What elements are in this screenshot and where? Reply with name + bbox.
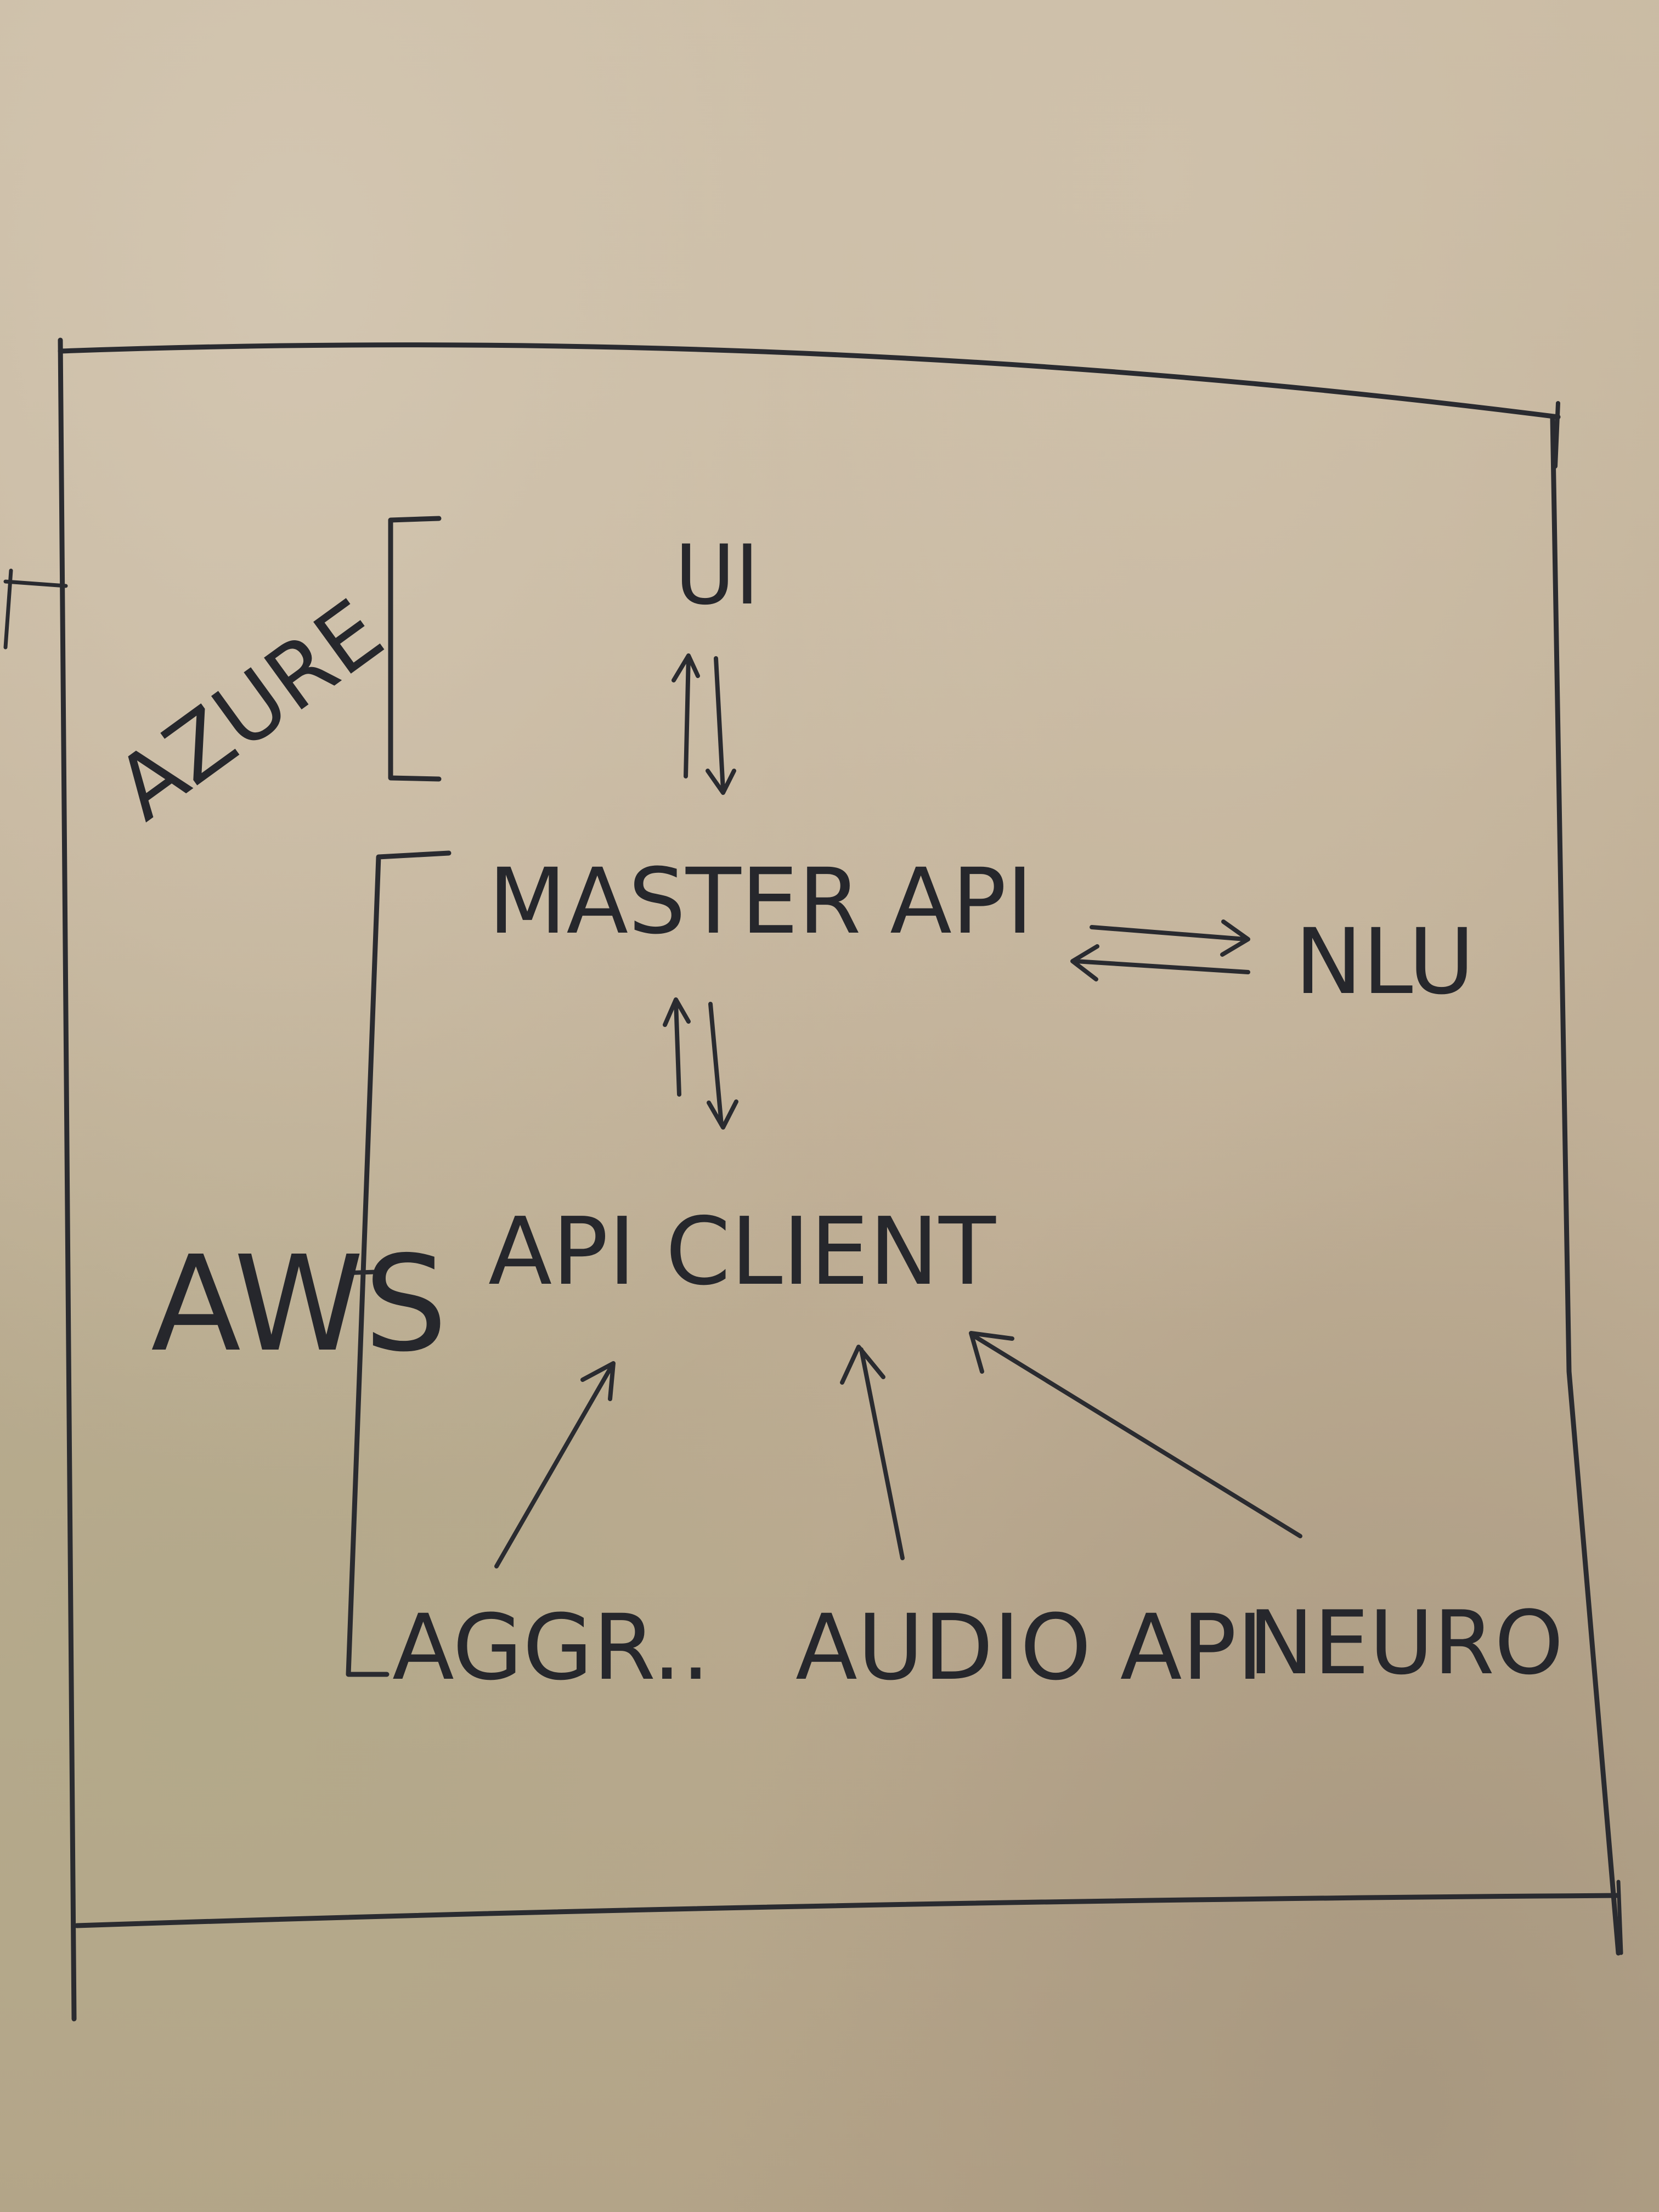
ui-node: UI xyxy=(675,528,759,623)
master-api-node: MASTER API xyxy=(488,849,1033,954)
aws-region: AWS xyxy=(151,850,452,1677)
frame-bottom-edge xyxy=(74,1893,1621,1928)
frame-corner-tick xyxy=(1553,401,1560,469)
ui-master-api-arrows xyxy=(672,653,736,795)
nlu-node: NLU xyxy=(1295,909,1475,1014)
api-client-node: API CLIENT xyxy=(488,1198,996,1306)
aws-bracket xyxy=(346,850,452,1677)
azure-bracket xyxy=(388,516,442,782)
audio-api-node: AUDIO API xyxy=(795,1595,1263,1700)
outer-frame xyxy=(3,337,1623,2022)
frame-right-edge xyxy=(1550,414,1621,1956)
master-api-client-arrows xyxy=(663,997,738,1130)
aggr-to-api-client-arrow xyxy=(494,1361,616,1568)
aggr-node: AGGR.. xyxy=(392,1595,710,1700)
aws-label: AWS xyxy=(151,1227,448,1381)
neuro-node: NEURO xyxy=(1248,1592,1564,1694)
audio-api-to-api-client-arrow xyxy=(840,1345,905,1560)
aws-bracket-tick xyxy=(349,1269,386,1275)
master-api-nlu-arrows xyxy=(1070,919,1250,981)
frame-corner-tick-bottom xyxy=(1616,1880,1623,1955)
frame-left-edge xyxy=(58,337,77,2022)
neuro-to-api-client-arrow xyxy=(969,1331,1302,1538)
frame-top-edge xyxy=(58,342,1561,420)
frame-side-tick xyxy=(3,568,68,650)
source-arrows xyxy=(494,1331,1302,1568)
azure-label: AZURE xyxy=(97,580,401,840)
azure-region: AZURE xyxy=(97,516,442,840)
